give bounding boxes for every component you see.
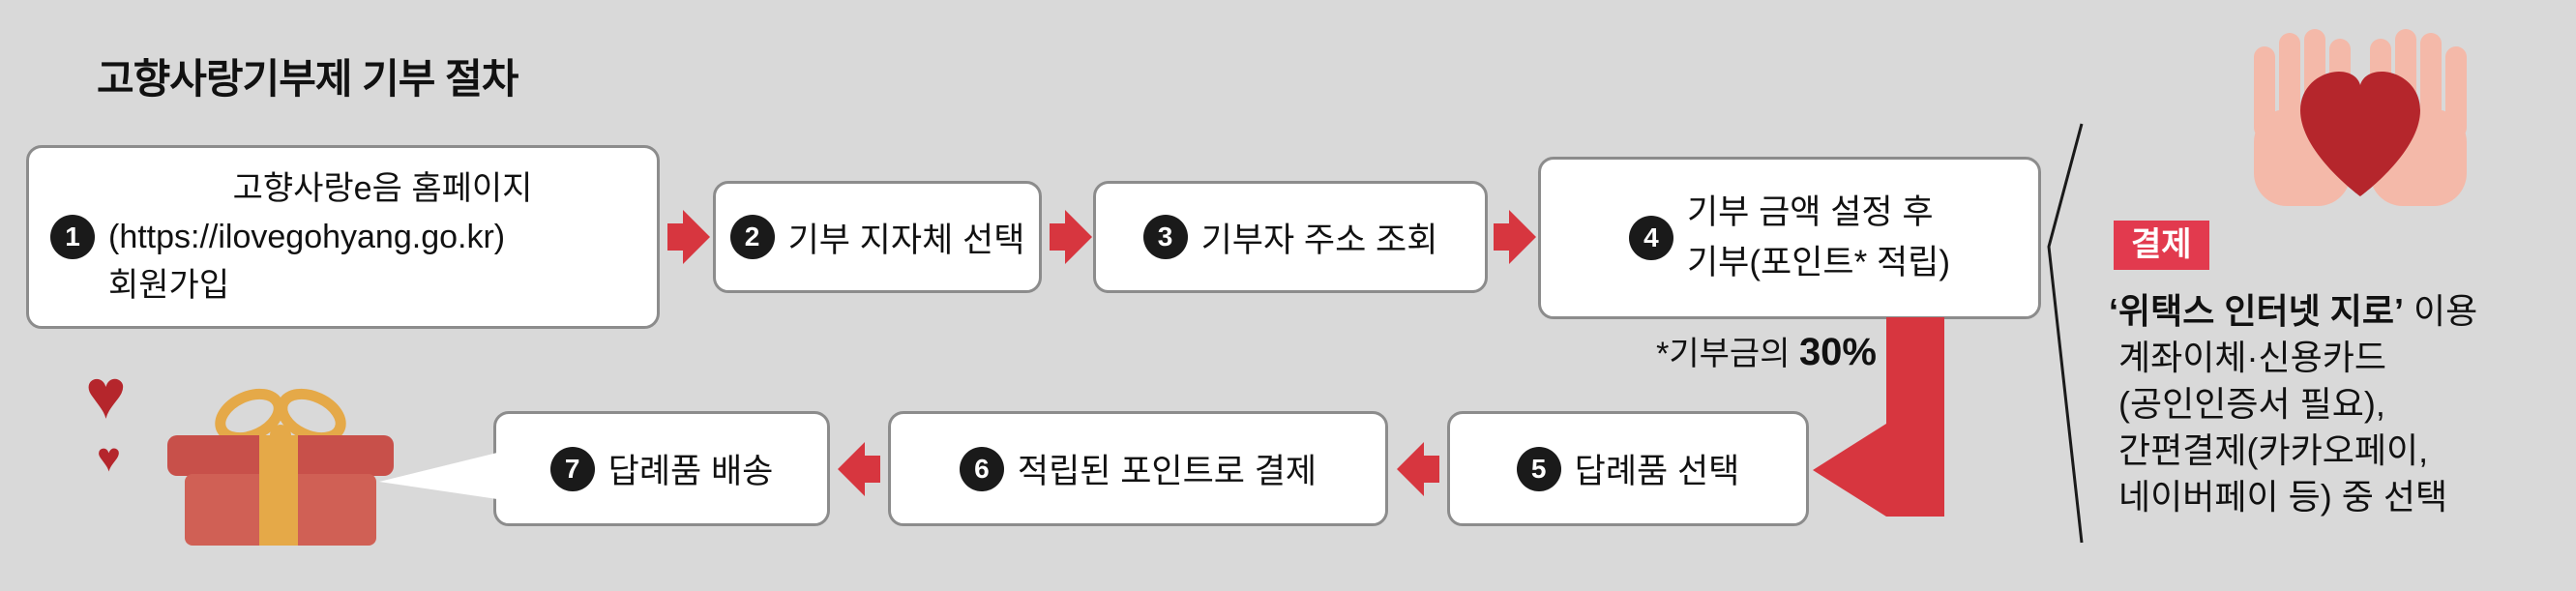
bracket-line	[2047, 123, 2084, 544]
flow-down-arrow-icon	[1813, 317, 1944, 517]
step-5-number-badge: 5	[1516, 446, 1561, 491]
arrow-right-icon	[667, 210, 710, 264]
payment-line-5: 네이버페이 등) 중 선택	[2118, 477, 2448, 517]
page-title: 고향사랑기부제 기부 절차	[97, 56, 518, 102]
step-1-box: 1 고향사랑e음 홈페이지 (https://ilovegohyang.go.k…	[26, 145, 660, 329]
payment-line-1-rest: 이용	[2403, 291, 2478, 331]
note-prefix: *기부금의	[1656, 336, 1799, 372]
step-6-number-badge: 6	[959, 446, 1004, 491]
payment-line-4: 간편결제(카카오페이,	[2118, 430, 2429, 470]
gift-icon	[167, 388, 394, 546]
arrow-left-icon	[838, 442, 880, 496]
step-7-label: 답례품 배송	[607, 453, 774, 490]
step-5-box: 5 답례품 선택	[1447, 411, 1809, 526]
step-3-box: 3 기부자 주소 조회	[1093, 181, 1488, 293]
step-3-label: 기부자 주소 조회	[1200, 221, 1438, 259]
payment-line-3: (공인인증서 필요),	[2118, 384, 2385, 424]
arrow-left-icon	[1397, 442, 1439, 496]
hands-heart-icon	[2254, 29, 2467, 206]
step-4-label: 기부 금액 설정 후 기부(포인트* 적립)	[1687, 188, 1950, 288]
step-7-box: 7 답례품 배송	[493, 411, 830, 526]
step-1-line-1: 고향사랑e음 홈페이지	[232, 170, 533, 207]
arrow-right-icon	[1050, 210, 1092, 264]
payment-description: ‘위택스 인터넷 지로’ 이용 계좌이체·신용카드 (공인인증서 필요), 간편…	[2109, 288, 2477, 520]
step-7-number-badge: 7	[549, 446, 595, 491]
step-4-line-1: 기부 금액 설정 후	[1686, 193, 1934, 231]
step-5-label: 답례품 선택	[1574, 453, 1740, 490]
step-4-box: 4 기부 금액 설정 후 기부(포인트* 적립)	[1538, 157, 2041, 319]
payment-line-2: 계좌이체·신용카드	[2118, 338, 2386, 377]
step-1-number-badge: 1	[50, 215, 95, 259]
heart-icon: ♥	[85, 356, 127, 433]
payment-line-1: ‘위택스 인터넷 지로’ 이용	[2109, 288, 2477, 335]
step-2-label: 기부 지자체 선택	[787, 221, 1025, 259]
step-6-label: 적립된 포인트로 결제	[1017, 453, 1318, 490]
arrow-right-icon	[1494, 210, 1536, 264]
payment-method-name: ‘위택스 인터넷 지로’	[2109, 291, 2404, 331]
step-2-box: 2 기부 지자체 선택	[713, 181, 1042, 293]
callout-tail	[379, 453, 497, 499]
step-3-number-badge: 3	[1142, 215, 1188, 259]
step-4-line-2: 기부(포인트* 적립)	[1686, 244, 1951, 281]
step-2-number-badge: 2	[729, 215, 775, 259]
step-6-box: 6 적립된 포인트로 결제	[888, 411, 1388, 526]
heart-icon: ♥	[97, 434, 121, 480]
step-1-line-2: (https://ilovegohyang.go.kr)	[108, 219, 506, 255]
payment-badge: 결제	[2114, 221, 2209, 271]
note-text: *기부금의 30%	[1596, 327, 1877, 374]
step-1-line-3: 회원가입	[108, 267, 230, 304]
note-percent: 30%	[1798, 331, 1877, 373]
step-1-label: 고향사랑e음 홈페이지 (https://ilovegohyang.go.kr)…	[108, 164, 657, 310]
step-4-number-badge: 4	[1628, 216, 1673, 260]
